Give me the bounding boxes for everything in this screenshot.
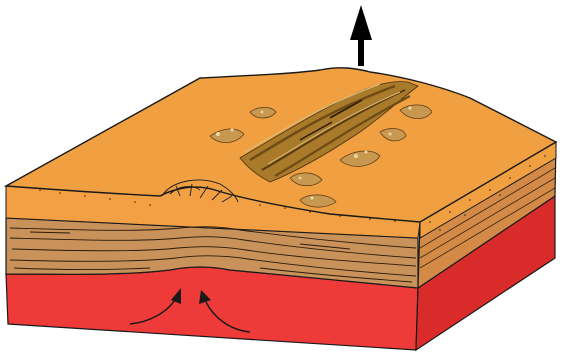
uplift-arrow-icon (350, 5, 372, 66)
